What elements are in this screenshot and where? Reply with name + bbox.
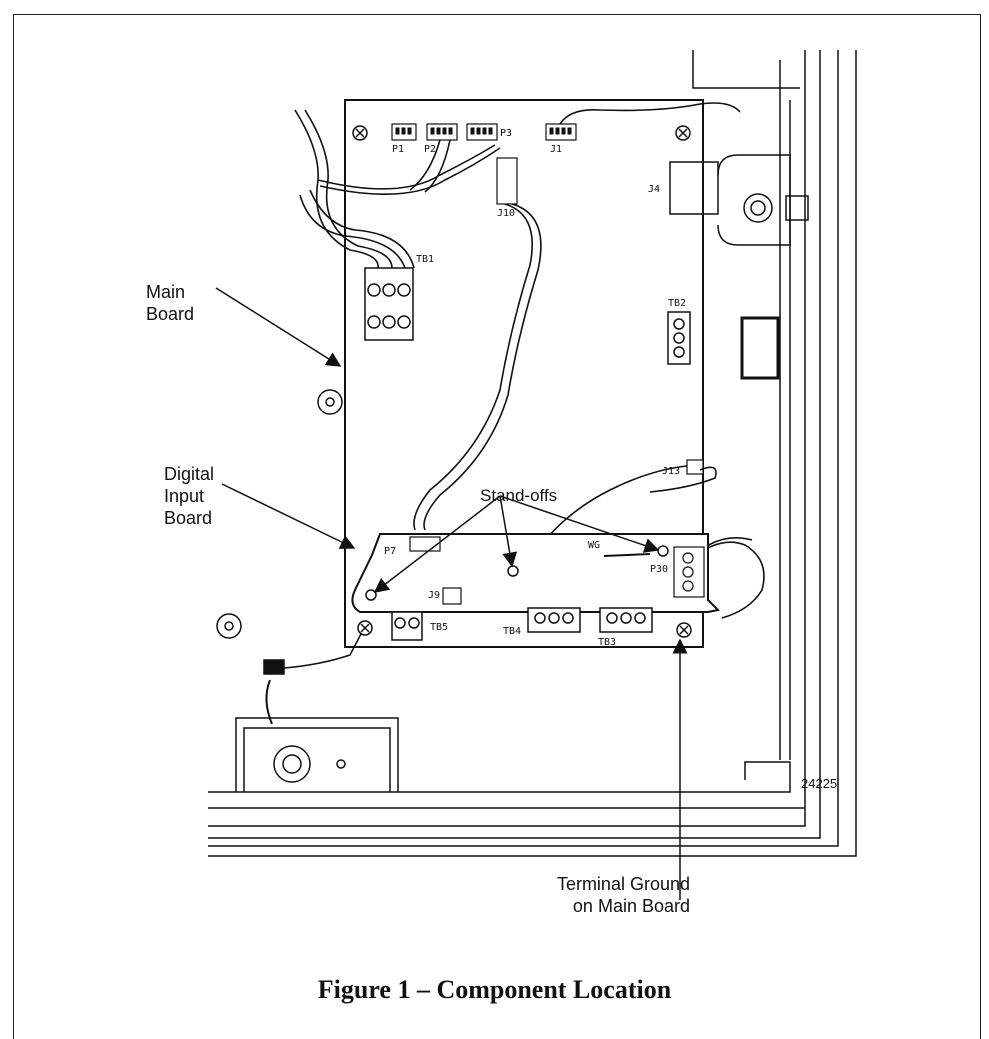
figure-frame: [13, 14, 981, 1039]
label-j10: J10: [497, 208, 515, 219]
label-tb2: TB2: [668, 298, 686, 309]
enclosure: [208, 50, 857, 857]
screw-icon: [352, 125, 368, 141]
label-tb3: TB3: [598, 637, 616, 648]
label-j4: J4: [648, 184, 660, 195]
connectors-top: [391, 123, 577, 205]
label-p3: P3: [500, 128, 512, 139]
label-p2: P2: [424, 144, 436, 155]
label-wg: WG: [588, 540, 600, 551]
enclosure-boss: [669, 154, 809, 380]
cables: [294, 102, 765, 619]
label-p1: P1: [392, 144, 404, 155]
figure-number: 24225: [801, 776, 838, 791]
tb2-terminal: [667, 311, 691, 365]
label-p30: P30: [650, 564, 668, 575]
screw-icon: [675, 125, 691, 141]
screw-icon: [676, 622, 692, 638]
tb1-terminal: [364, 267, 414, 341]
stand-offs-label: Stand-offs: [480, 486, 558, 505]
label-j9: J9: [428, 590, 440, 601]
label-tb1: TB1: [416, 254, 434, 265]
terminal-ground-label: Terminal Ground on Main Board: [556, 874, 690, 916]
bottom-terminals: [391, 607, 653, 641]
j13-connector: [686, 459, 704, 475]
label-p7: P7: [384, 546, 396, 557]
callout-arrows: [215, 287, 688, 900]
digital-input-board-label: Digital Input Board: [164, 464, 215, 528]
main-board: [344, 99, 704, 648]
main-board-label: Main Board: [146, 282, 195, 324]
label-tb4: TB4: [503, 626, 521, 637]
label-tb5: TB5: [430, 622, 448, 633]
enclosure-standoffs: [216, 389, 343, 639]
figure-caption: Figure 1 – Component Location: [317, 975, 672, 1004]
ground-bracket: [235, 631, 399, 792]
screw-icon: [357, 620, 373, 636]
label-j1: J1: [550, 144, 562, 155]
component-labels: P1 P2 P3 J1 J4 J10 TB1 TB2 J13 P7 WG P30…: [384, 128, 686, 648]
label-j13: J13: [662, 466, 680, 477]
